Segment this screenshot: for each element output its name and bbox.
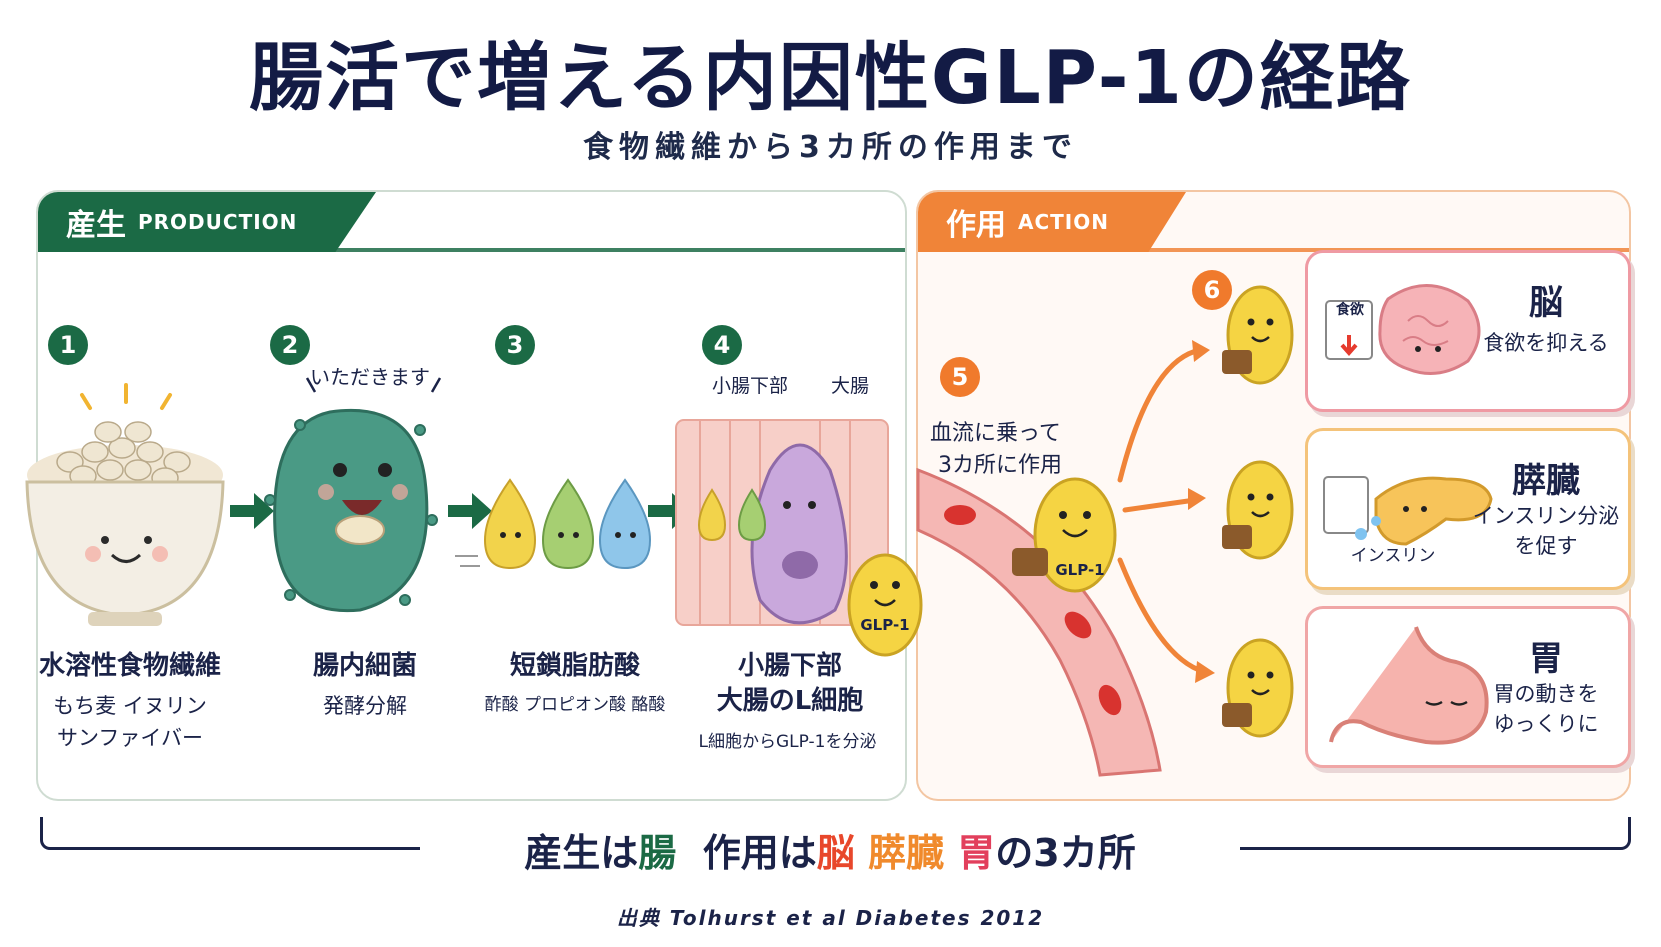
glp1-courier-brain-icon: [1222, 285, 1294, 385]
scfa-droplets-icon: [455, 478, 652, 570]
step-3-title: 短鎖脂肪酸: [509, 651, 640, 681]
glp1-mascot-icon: [847, 553, 923, 657]
summary-part-3: 作用は: [702, 831, 817, 875]
step-1-badge: 1: [48, 325, 88, 365]
step-3-badge: 3: [495, 325, 535, 365]
summary-stomach: 胃: [957, 831, 996, 875]
page-title: 腸活で増える内因性GLP-1の経路: [249, 35, 1412, 121]
page-subtitle: 食物繊維から3カ所の作用まで: [583, 130, 1078, 165]
action-tab-line: [918, 248, 1629, 252]
step-4-title-1: 小腸下部: [737, 651, 842, 681]
pancreas-name: 膵臓: [1512, 461, 1580, 501]
step-5-badge: 5: [940, 357, 980, 397]
step-6-badge: 6: [1192, 270, 1232, 310]
brain-name: 脳: [1529, 283, 1563, 323]
glp1-mascot-label: GLP-1: [860, 616, 909, 634]
production-tab-bar: 産生 PRODUCTION: [38, 192, 905, 252]
insulin-note: インスリン: [1350, 546, 1436, 566]
bacterium-icon: [264, 408, 438, 613]
step-3-sub1: 酢酸 プロピオン酸 酪酸: [484, 695, 666, 715]
pancreas-desc1: インスリン分泌: [1472, 504, 1620, 528]
target-arrows: [1117, 347, 1208, 675]
glp1-traveler-label: GLP-1: [1055, 561, 1104, 579]
grain-bowl-icon: [25, 383, 225, 626]
step-1-sub2: サンファイバー: [57, 726, 203, 750]
stomach-desc1: 胃の動きを: [1493, 682, 1599, 706]
summary-part-7: の3カ所: [995, 831, 1136, 875]
step-5-text2: 3カ所に作用: [938, 453, 1062, 478]
pancreas-card: インスリン 膵臓 インスリン分泌 を促す: [1305, 428, 1631, 590]
step-2-sub1: 発酵分解: [323, 694, 407, 718]
source-citation: 出典 Tolhurst et al Diabetes 2012: [616, 906, 1045, 930]
summary-text: 産生は腸 作用は脳 膵臓 胃の3カ所: [420, 825, 1240, 881]
appetite-sign-label: 食欲: [1336, 302, 1364, 318]
production-tab-en: PRODUCTION: [138, 210, 298, 234]
step-4-sub1: L細胞からGLP-1を分泌: [698, 732, 877, 752]
action-tab-jp: 作用: [946, 208, 1006, 243]
summary-gut: 腸: [638, 831, 677, 875]
step-5-text1: 血流に乗って: [930, 421, 1061, 446]
step-1-sub1: もち麦 イヌリン: [53, 694, 207, 718]
stomach-desc2: ゆっくりに: [1493, 712, 1599, 736]
step-2-badge: 2: [270, 325, 310, 365]
l-cell-tissue-icon: [675, 419, 889, 626]
bacterium-speech: いただきます: [310, 365, 430, 389]
glp1-courier-stomach-icon: [1222, 638, 1294, 738]
action-tab: 作用 ACTION: [918, 192, 1186, 252]
action-tab-bar: 作用 ACTION: [918, 192, 1629, 252]
brain-desc: 食欲を抑える: [1483, 331, 1609, 355]
pancreas-desc2: を促す: [1514, 534, 1578, 558]
step-4-badge: 4: [702, 325, 742, 365]
stomach-icon: [1329, 626, 1489, 745]
speech-marks: [305, 377, 442, 393]
summary-part-1: 産生は: [524, 831, 639, 875]
glp1-courier-pancreas-icon: [1222, 460, 1294, 560]
action-tab-en: ACTION: [1018, 210, 1109, 234]
production-tab: 産生 PRODUCTION: [38, 192, 376, 252]
brain-icon: [1325, 284, 1481, 375]
brain-card: 食欲 脳 食欲を抑える: [1305, 250, 1631, 412]
step-4-title-2: 大腸のL細胞: [716, 686, 864, 716]
stomach-name: 胃: [1529, 639, 1563, 679]
summary-pancreas: 膵臓: [868, 831, 945, 875]
step-1-title: 水溶性食物繊維: [38, 651, 221, 681]
glp1-traveler-icon: [1012, 477, 1117, 593]
stomach-card: 胃 胃の動きを ゆっくりに: [1305, 606, 1631, 768]
tag-large-intestine: 大腸: [831, 375, 869, 397]
production-tab-jp: 産生: [66, 208, 126, 243]
step-2-title: 腸内細菌: [312, 651, 417, 681]
production-tab-line: [38, 248, 905, 252]
pancreas-icon: [1323, 476, 1493, 546]
summary-brain: 脳: [816, 831, 855, 875]
tag-small-intestine: 小腸下部: [712, 375, 788, 397]
